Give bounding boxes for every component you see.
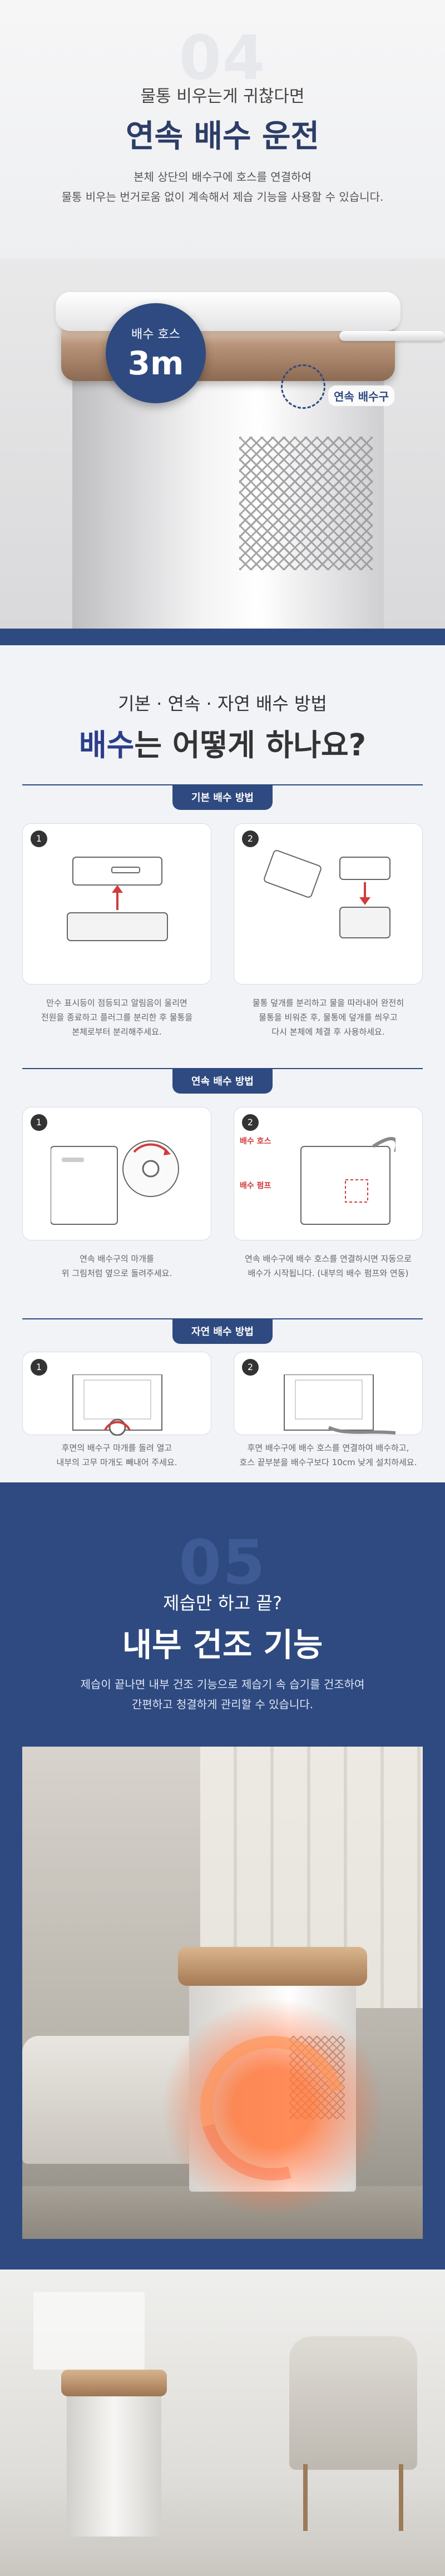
drain-port-label: 연속 배수구 (328, 385, 394, 406)
hose-icon (328, 1426, 395, 1435)
continuous-step2-illustration (300, 1137, 395, 1225)
section-continuous-drain-header: 04 물통 비우는게 귀찮다면 연속 배수 운전 본체 상단의 배수구에 호스를… (0, 0, 445, 259)
dehumidifier-lid (56, 292, 400, 331)
caption-line: 만수 표시등이 점등되고 알림음이 울리면 (46, 998, 187, 1008)
caption-line: 위 그림처럼 옆으로 돌려주세요. (61, 1268, 172, 1278)
hose-icon (372, 1137, 395, 1152)
step-card-basic-1: 1 (22, 823, 211, 985)
step-card-basic-2: 2 (234, 823, 423, 985)
section-drain-methods: 기본 · 연속 · 자연 배수 방법 배수는 어떻게 하나요? 기본 배수 방법… (0, 629, 445, 1482)
step-card-natural-2: 2 (234, 1352, 423, 1435)
armchair (289, 2336, 417, 2470)
section-kicker: 제습만 하고 끝? (163, 1593, 282, 1614)
room-shelf (33, 2292, 145, 2370)
section-internal-drying: 05 제습만 하고 끝? 내부 건조 기능 제습이 끝나면 내부 건조 기능으로… (0, 1482, 445, 2576)
caption-continuous-2: 연속 배수구에 배수 호스를 연결하시면 자동으로 배수가 시작됩니다. (내부… (234, 1252, 423, 1280)
method-bar-basic: 기본 배수 방법 (22, 784, 423, 811)
continuous-drain-photo: 연속 배수구 배수 호스 3m (0, 259, 445, 629)
hose-badge-label: 배수 호스 (131, 328, 180, 342)
caption-natural-1: 후면의 배수구 마개를 돌려 열고 내부의 고무 마개도 빼내어 주세요. (22, 1441, 211, 1470)
arrow-down-icon (359, 882, 370, 905)
method-tag: 연속 배수 방법 (172, 1068, 273, 1094)
caption-basic-1: 만수 표시등이 점등되고 알림음이 울리면 전원을 종료하고 플러그를 분리한 … (22, 996, 211, 1039)
desc-line: 제습이 끝나면 내부 건조 기능으로 제습기 속 습기를 건조하여 (80, 1678, 365, 1691)
method-bar-natural: 자연 배수 방법 (22, 1318, 423, 1345)
basic-step2-illustration (264, 850, 390, 938)
callout-drain-pump: 배수 펌프 (240, 1181, 271, 1190)
caption-line: 후면의 배수구 마개를 돌려 열고 (61, 1443, 172, 1453)
basic-step1-illustration (67, 857, 168, 941)
method-tag: 기본 배수 방법 (172, 784, 273, 810)
lifestyle-photo (0, 2270, 445, 2576)
armchair-legs (303, 2464, 403, 2531)
caption-line: 후면 배수구에 배수 호스를 연결하여 배수하고, (247, 1443, 409, 1453)
dehumidifier-lid (178, 1947, 367, 1986)
method-bar-continuous: 연속 배수 방법 (22, 1068, 423, 1095)
dehumidifier-grille (239, 437, 373, 570)
caption-basic-2: 물통 덮개를 분리하고 물을 따라내어 완전히 물통을 비워준 후, 물통에 덮… (234, 996, 423, 1039)
drain-title-accent: 배수 (78, 728, 135, 763)
step-card-natural-1: 1 (22, 1352, 211, 1436)
desc-line: 물통 비우는 번거로움 없이 계속해서 제습 기능을 사용할 수 있습니다. (61, 190, 384, 204)
caption-natural-2: 후면 배수구에 배수 호스를 연결하여 배수하고, 호스 끝부분을 배수구보다 … (234, 1441, 423, 1470)
caption-line: 전원을 종료하고 플러그를 분리한 후 물통을 (41, 1012, 193, 1022)
section-title: 내부 건조 기능 (122, 1626, 323, 1664)
caption-line: 연속 배수구의 마개를 (80, 1254, 154, 1264)
caption-line: 호스 끝부분을 배수구보다 10cm 낮게 설치하세요. (239, 1457, 417, 1467)
caption-line: 내부의 고무 마개도 빼내어 주세요. (56, 1457, 177, 1467)
section-title: 연속 배수 운전 (125, 118, 320, 155)
caption-line: 물통을 비워준 후, 물통에 덮개를 씌우고 (259, 1012, 398, 1022)
drain-title-rest: 는 어떻게 하나요? (134, 728, 367, 763)
hose-badge-value: 3m (127, 344, 184, 382)
top-band (0, 629, 445, 645)
step-number: 1 (31, 830, 47, 847)
step-number: 2 (242, 1359, 259, 1376)
method-tag: 자연 배수 방법 (172, 1318, 273, 1344)
dehumidifier-lid (61, 2370, 167, 2396)
section-description: 본체 상단의 배수구에 호스를 연결하여 물통 비우는 번거로움 없이 계속해서… (33, 167, 412, 207)
caption-line: 연속 배수구에 배수 호스를 연결하시면 자동으로 (245, 1254, 412, 1264)
continuous-step1-illustration (51, 1140, 179, 1225)
rotate-arrow-icon (133, 1143, 169, 1153)
natural-step1-illustration (72, 1374, 162, 1436)
natural-step2-illustration (284, 1374, 395, 1435)
step-card-continuous-1: 1 (22, 1107, 211, 1240)
drain-title: 배수는 어떻게 하나요? (0, 720, 445, 764)
drying-room-photo (22, 1747, 423, 2239)
section-kicker: 물통 비우는게 귀찮다면 (140, 87, 305, 106)
arrow-up-icon (112, 885, 123, 910)
step-number: 2 (242, 1114, 259, 1131)
caption-line: 배수가 시작됩니다. (내부의 배수 펌프와 연동) (248, 1268, 409, 1278)
step-card-continuous-2: 2 배수 호스 배수 펌프 (234, 1107, 423, 1240)
caption-continuous-1: 연속 배수구의 마개를 위 그림처럼 옆으로 돌려주세요. (22, 1252, 211, 1280)
drain-hose-image (339, 331, 445, 341)
heat-swirl-effect (161, 1997, 384, 2219)
drain-port-marker (281, 364, 325, 409)
drain-kicker: 기본 · 연속 · 자연 배수 방법 (118, 693, 327, 714)
section-number: 05 (179, 1527, 266, 1598)
desc-line: 본체 상단의 배수구에 호스를 연결하여 (134, 170, 312, 184)
rotate-arrow-icon (104, 1421, 131, 1431)
step-number: 2 (242, 830, 259, 847)
step-number: 1 (31, 1359, 47, 1376)
callout-drain-hose: 배수 호스 (240, 1137, 271, 1146)
section-number: 04 (179, 22, 266, 93)
step-number: 1 (31, 1114, 47, 1131)
dehumidifier-body (67, 2386, 161, 2537)
hose-length-badge: 배수 호스 3m (106, 303, 206, 403)
caption-line: 다시 본체에 체결 후 사용하세요. (271, 1027, 385, 1037)
caption-line: 물통 덮개를 분리하고 물을 따라내어 완전히 (252, 998, 404, 1008)
desc-line: 간편하고 청결하게 관리할 수 있습니다. (131, 1698, 314, 1711)
caption-line: 본체로부터 분리해주세요. (72, 1027, 162, 1037)
section-description: 제습이 끝나면 내부 건조 기능으로 제습기 속 습기를 건조하여 간편하고 청… (33, 1674, 412, 1714)
